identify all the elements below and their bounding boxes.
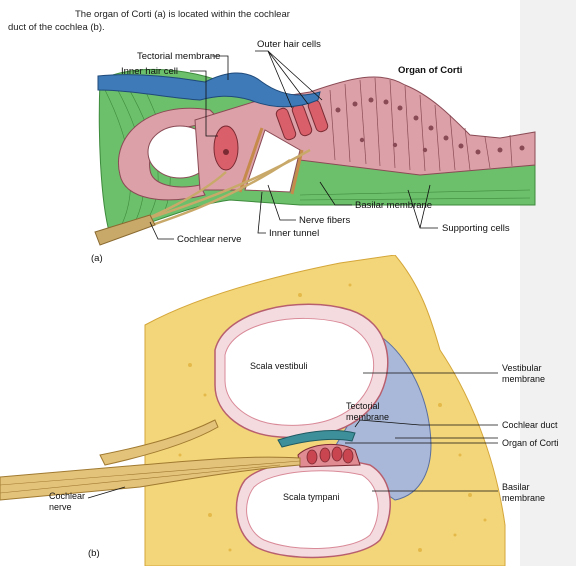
panel-a-limbus [118, 107, 227, 201]
panel-a-inner-hair-cell-nucleus [223, 149, 229, 155]
panel-b-nerve-fibers [0, 460, 301, 494]
label-scala-tympani: Scala tympani [283, 492, 340, 502]
panel-a-inner-hair-cell [213, 125, 239, 171]
panel-a-pillar-cells [238, 127, 304, 195]
label-nerve-fibers: Nerve fibers [299, 215, 350, 226]
label-scala-vestibuli: Scala vestibuli [250, 361, 308, 371]
label-vestibular-membrane-2: membrane [502, 374, 545, 384]
panel-a-label: (a) [91, 253, 103, 264]
label-tectorial-membrane-b-2: membrane [346, 412, 389, 422]
panel-a-cell-outlines [329, 77, 513, 172]
panel-a-cochlear-nerve-bundle [94, 214, 156, 246]
panel-a-tectorial-membrane [97, 72, 321, 108]
panel-b-label: (b) [88, 548, 100, 559]
panel-a-nuclei [335, 97, 525, 155]
figure-caption: The organ of Corti (a) is located within… [8, 8, 448, 34]
label-supporting-cells: Supporting cells [442, 223, 510, 234]
label-cochlear-nerve-b-2: nerve [49, 502, 72, 512]
label-tectorial-membrane: Tectorial membrane [137, 51, 220, 62]
label-cochlear-nerve-b-1: Cochlear [49, 491, 85, 501]
panel-b-leader-lines [87, 372, 498, 499]
panel-b-scala-vestibuli-lumen [224, 317, 375, 426]
panel-b-organ-of-corti [297, 443, 361, 468]
page-edge-shade [520, 0, 576, 566]
panel-b-cochlear-nerve [0, 456, 301, 501]
panel-b-nerve-branch-top [99, 419, 219, 466]
label-basilar-membrane-b-1: Basilar [502, 482, 530, 492]
panel-a-diagram: Tectorial membrane Inner hair cell Outer… [91, 39, 536, 264]
label-inner-hair-cell: Inner hair cell [121, 66, 178, 77]
caption-line-1: The organ of Corti (a) is located within… [75, 9, 290, 20]
panel-b-diagram: Scala vestibuli Vestibular membrane Tect… [0, 255, 559, 566]
label-outer-hair-cells: Outer hair cells [257, 39, 321, 50]
caption-line-2: duct of the cochlea (b). [8, 22, 105, 33]
label-inner-tunnel: Inner tunnel [269, 228, 319, 239]
label-organ-of-corti-b: Organ of Corti [502, 438, 559, 448]
panel-b-tectorial-membrane [277, 430, 356, 448]
label-vestibular-membrane-1: Vestibular [502, 363, 542, 373]
label-basilar-membrane: Basilar membrane [355, 200, 432, 211]
label-basilar-membrane-b-2: membrane [502, 493, 545, 503]
label-cochlear-duct: Cochlear duct [502, 420, 558, 430]
label-cochlear-nerve-a: Cochlear nerve [177, 234, 241, 245]
label-tectorial-membrane-b-1: Tectorial [346, 401, 380, 411]
label-organ-of-corti-title: Organ of Corti [398, 65, 462, 76]
panel-b-scala-tympani-lumen [246, 470, 379, 550]
panel-a-leader-lines [149, 50, 438, 240]
